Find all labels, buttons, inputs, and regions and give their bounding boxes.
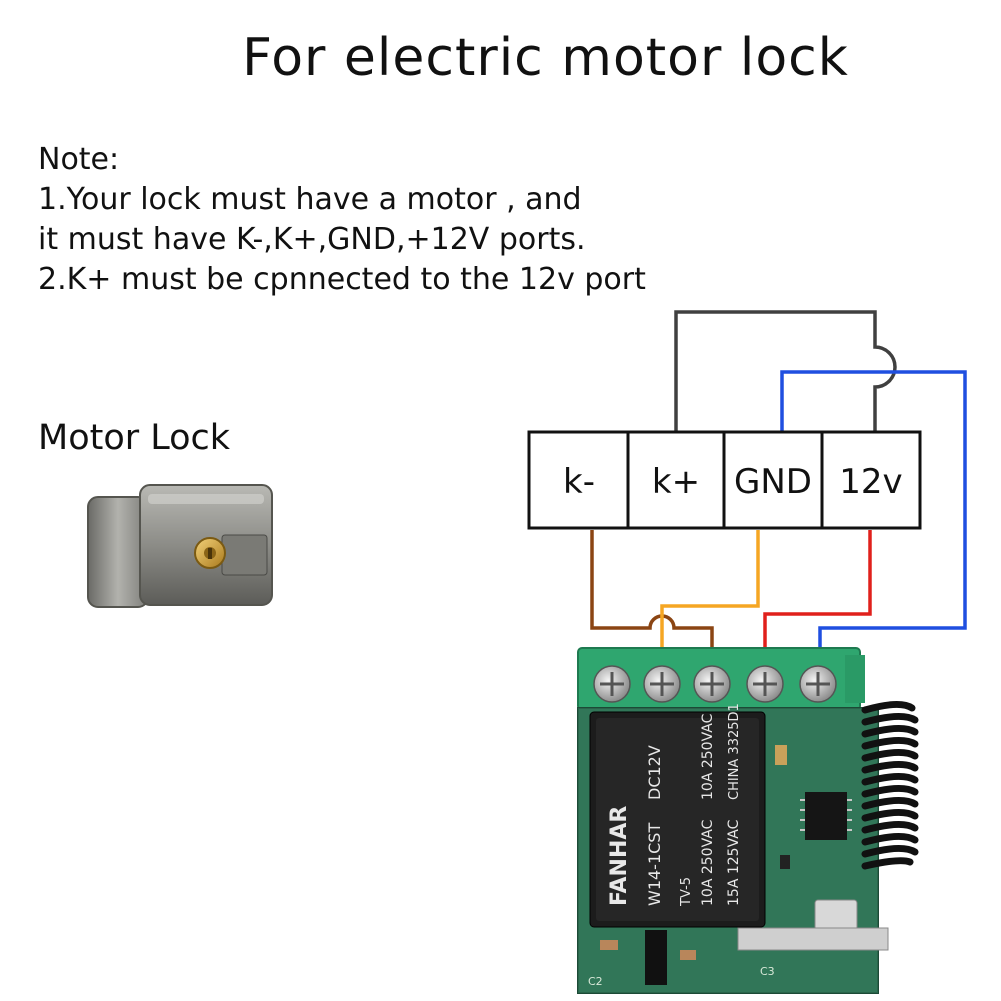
note-line-1: 1.Your lock must have a motor , and <box>38 182 582 217</box>
motor-lock-image <box>87 484 273 608</box>
terminal-gnd: GND <box>734 462 812 502</box>
note-block: Note: 1.Your lock must have a motor , an… <box>38 140 646 300</box>
screw-terminals <box>593 665 837 703</box>
relay-rating-2: 10A 250VAC <box>700 819 716 906</box>
relay-rating-3: 15A 125VAC <box>726 819 742 906</box>
wires <box>590 310 967 668</box>
note-line-3: 2.K+ must be cpnnected to the 12v port <box>38 262 646 297</box>
relay-module-image: FANHAR W14-1CST DC12V TV-5 10A 250VAC 10… <box>577 647 919 994</box>
relay-brand: FANHAR <box>607 806 632 906</box>
antenna-coil <box>861 701 919 870</box>
wire-k-plus <box>674 310 897 432</box>
note-heading: Note: <box>38 142 120 177</box>
relay-voltage: DC12V <box>645 745 664 800</box>
motor-lock-label: Motor Lock <box>38 418 231 458</box>
terminal-k-minus: k- <box>563 462 595 502</box>
relay-rating-1: 10A 250VAC <box>700 713 716 800</box>
relay-origin: CHINA 3325D1 <box>727 703 742 800</box>
page-title: For electric motor lock <box>242 28 849 88</box>
pcb-label-c2: C2 <box>588 975 603 988</box>
terminal-12v: 12v <box>839 462 902 502</box>
wire-12v <box>763 530 872 668</box>
relay-cert: TV-5 <box>679 877 694 907</box>
wire-gnd <box>660 530 760 668</box>
terminal-k-plus: k+ <box>652 462 700 502</box>
wire-blue <box>780 370 967 668</box>
pcb-label-c3: C3 <box>760 965 775 978</box>
note-line-2: it must have K-,K+,GND,+12V ports. <box>38 222 586 257</box>
terminal-block: k- k+ GND 12v <box>527 430 922 530</box>
relay-model: W14-1CST <box>645 823 664 906</box>
